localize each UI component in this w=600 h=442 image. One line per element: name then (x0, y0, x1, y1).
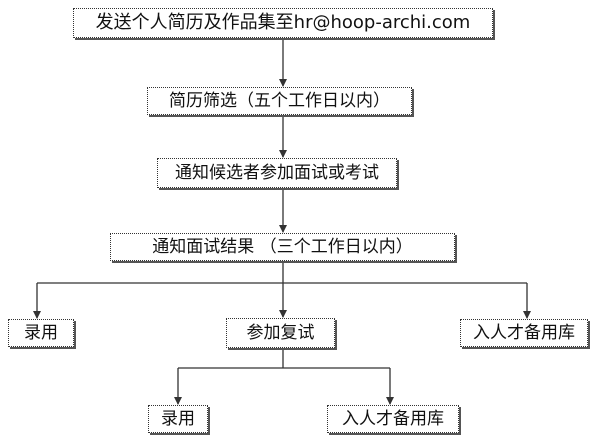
step-notify-result-label: 通知面试结果 （三个工作日以内） (152, 236, 413, 257)
step-send-resume: 发送个人简历及作品集至hr@hoop-archi.com (73, 8, 493, 38)
outcome-hired-first-label: 录用 (24, 322, 58, 343)
step-notify-candidates: 通知候选者参加面试或考试 (157, 158, 397, 188)
step-send-resume-label: 发送个人简历及作品集至hr@hoop-archi.com (95, 12, 471, 33)
outcome-talent-pool-second-label: 入人才备用库 (342, 408, 444, 429)
outcome-hired-first: 录用 (8, 319, 74, 347)
step-second-interview-label: 参加复试 (246, 322, 315, 343)
outcome-talent-pool-second: 入人才备用库 (327, 405, 459, 433)
outcome-talent-pool-first-label: 入人才备用库 (473, 322, 575, 343)
outcome-talent-pool-first: 入人才备用库 (460, 319, 588, 347)
step-notify-result: 通知面试结果 （三个工作日以内） (110, 233, 455, 261)
step-second-interview: 参加复试 (226, 318, 335, 348)
outcome-hired-second: 录用 (148, 405, 208, 433)
outcome-hired-second-label: 录用 (161, 408, 195, 429)
step-resume-screening: 简历筛选（五个工作日以内） (147, 87, 412, 115)
step-resume-screening-label: 简历筛选（五个工作日以内） (169, 90, 390, 111)
step-notify-candidates-label: 通知候选者参加面试或考试 (175, 162, 379, 183)
